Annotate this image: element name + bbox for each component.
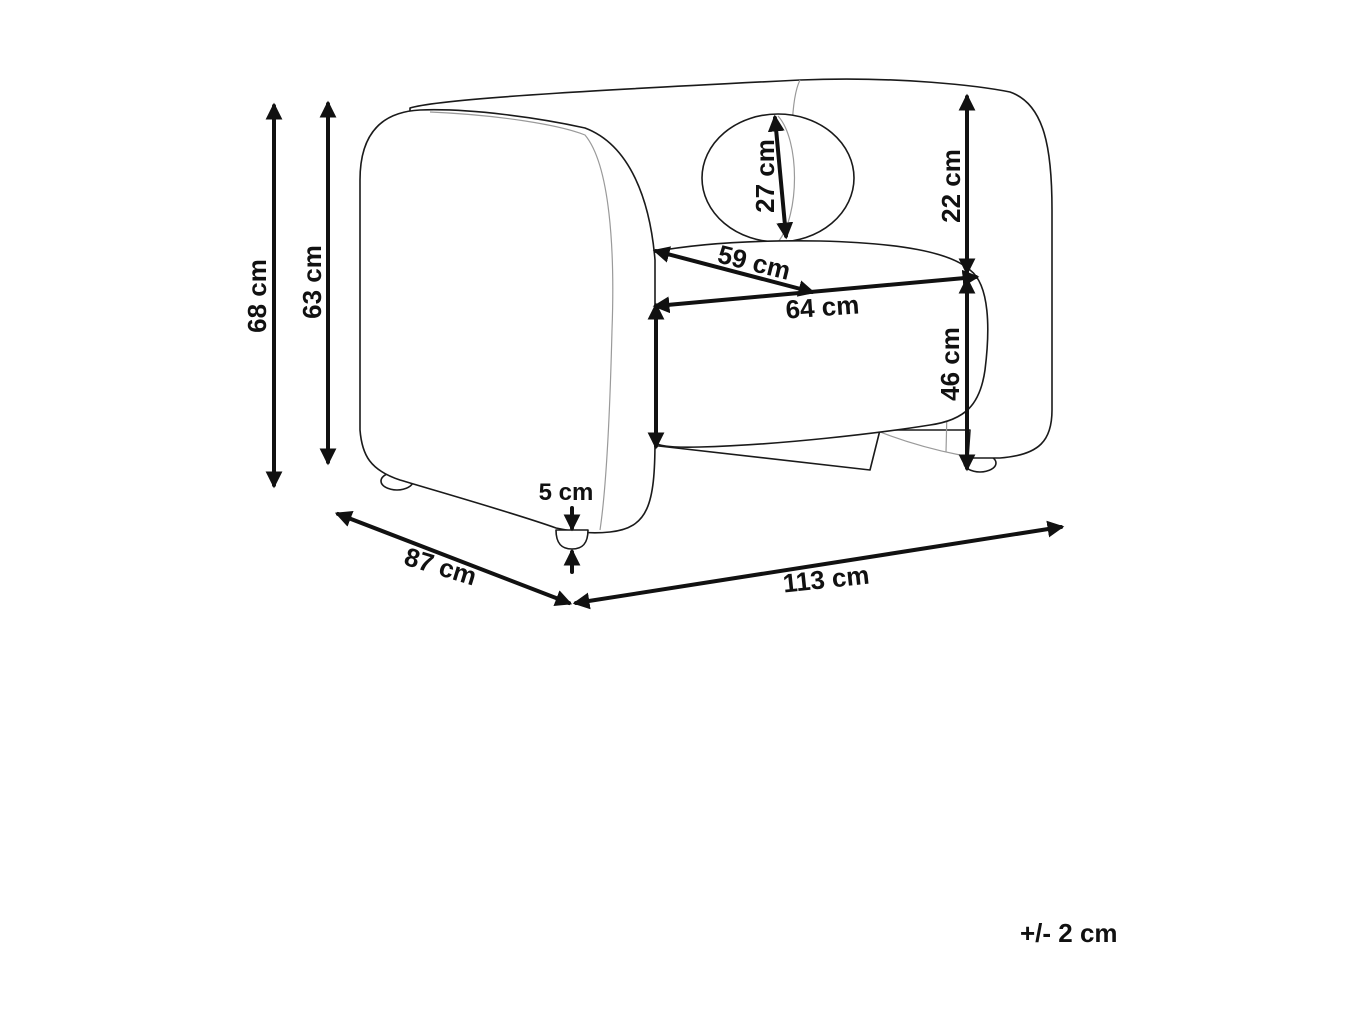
depth-label: 87 cm	[401, 541, 480, 591]
width-arrow	[572, 520, 1065, 610]
tolerance-note: +/- 2 cm	[1020, 918, 1118, 948]
seat-height-label: 46 cm	[935, 327, 965, 401]
cushion-height-label: 27 cm	[750, 139, 780, 213]
backrest-height-label: 22 cm	[936, 149, 966, 223]
depth-arrow	[334, 510, 573, 607]
left-armrest	[359, 108, 656, 534]
seat-width-label: 64 cm	[785, 289, 861, 324]
dimension-arrows	[265, 93, 1065, 610]
cushion-height-arrow	[767, 114, 794, 240]
total-height-label: 68 cm	[242, 259, 272, 333]
right-arm-base	[874, 429, 961, 456]
front-leg	[555, 529, 589, 550]
left-armrest-seam	[429, 111, 614, 531]
leg-height-label: 5 cm	[539, 479, 594, 506]
width-label: 113 cm	[781, 560, 870, 599]
armrest-height-label: 63 cm	[297, 245, 327, 319]
seat-width-arrow	[652, 269, 980, 314]
